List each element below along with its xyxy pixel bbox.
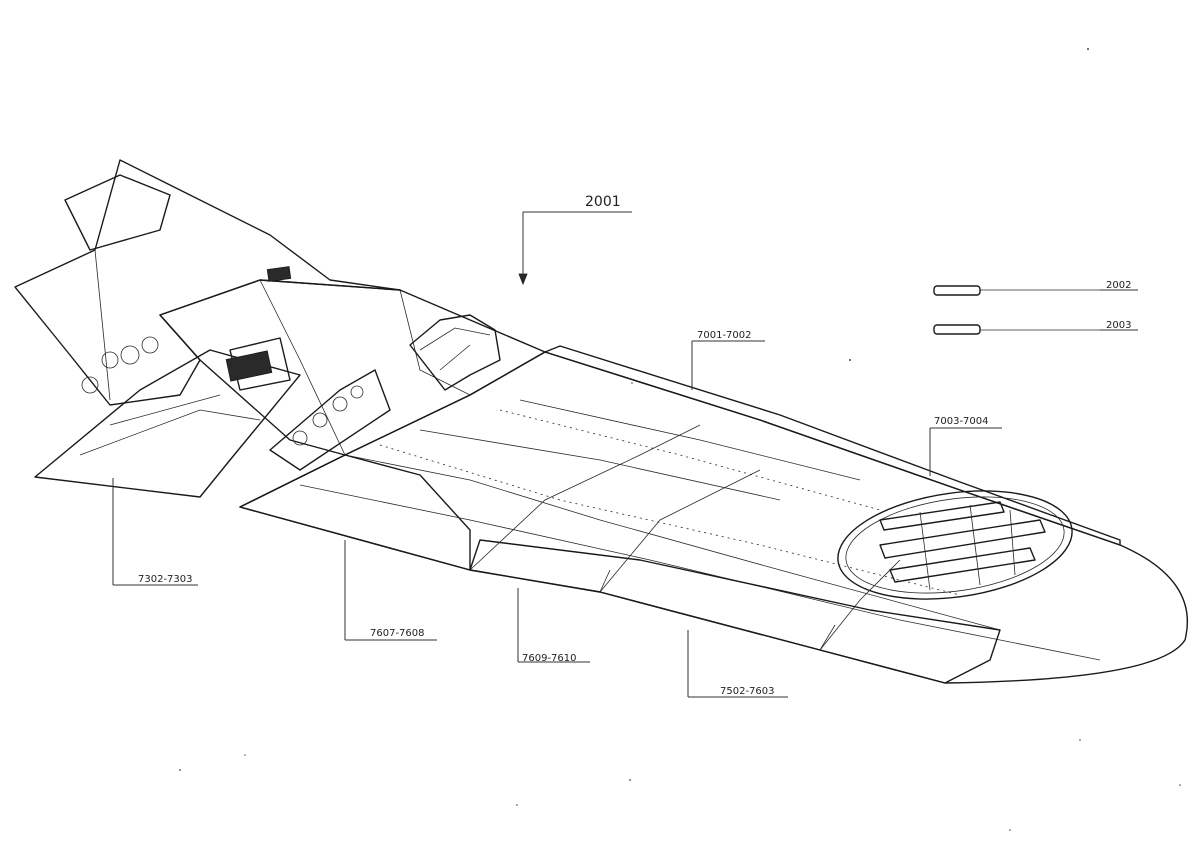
tip-access-panel	[837, 490, 1073, 600]
label-assembly: 2001	[585, 194, 621, 210]
label-aileron: 7502-7603	[720, 686, 775, 697]
scan-specks	[179, 48, 1181, 831]
inner-flap	[34, 349, 301, 498]
label-outer-flap: 7607-7608	[370, 628, 425, 639]
label-pin-lower: 2003	[1106, 320, 1131, 331]
pin-lower	[933, 324, 1100, 335]
callout-mid-panel: 7609-7610	[517, 588, 590, 664]
label-leading-edge: 7001-7002	[697, 330, 752, 341]
callout-aileron: 7502-7603	[687, 630, 788, 698]
fuselage-attach-section	[14, 159, 401, 406]
callout-assembly: 2001	[518, 194, 632, 286]
wing-main-skin	[239, 345, 1189, 684]
label-mid-panel: 7609-7610	[522, 653, 577, 664]
label-inner-flap: 7302-7303	[138, 574, 193, 585]
pin-upper	[933, 285, 1100, 296]
label-tip-access-panel: 7003-7004	[934, 416, 989, 427]
outer-flap	[239, 454, 471, 571]
gear-bracket	[409, 314, 501, 391]
callout-inner-flap: 7302-7303	[112, 478, 198, 586]
inner-wing-section	[159, 279, 546, 456]
aileron-surface	[469, 539, 1001, 684]
callout-pin-lower: 2003	[1100, 320, 1138, 331]
callout-leading-edge: 7001-7002	[691, 330, 765, 390]
callout-outer-flap: 7607-7608	[344, 540, 437, 641]
callout-pin-upper: 2002	[1100, 280, 1138, 291]
label-pin-upper: 2002	[1106, 280, 1131, 291]
callout-tip-access-panel: 7003-7004	[929, 416, 1002, 476]
root-rib-section	[269, 369, 391, 471]
